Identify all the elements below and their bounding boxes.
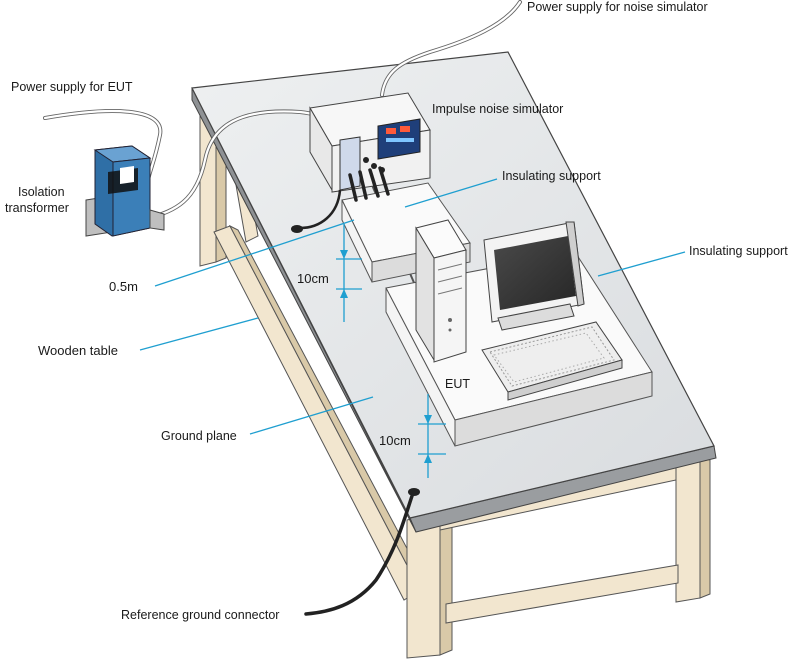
label-wooden-table: Wooden table (38, 343, 118, 358)
isolation-transformer (85, 145, 165, 237)
dimension-10cm-bottom (418, 394, 446, 478)
label-insulating-support-top: Insulating support (502, 169, 601, 183)
label-insulating-support-right: Insulating support (689, 244, 788, 258)
label-power-supply-eut: Power supply for EUT (11, 80, 133, 94)
label-isolation-transformer-line2: transformer (5, 201, 69, 215)
label-power-supply-noise-simulator: Power supply for noise simulator (527, 0, 708, 14)
eut-monitor (483, 221, 585, 331)
label-height-10cm-top: 10cm (297, 271, 329, 286)
labels: Power supply for noise simulator Power s… (5, 0, 788, 622)
reference-ground-connector (304, 488, 420, 616)
label-eut: EUT (445, 377, 470, 391)
eut-keyboard (481, 321, 623, 401)
label-distance-0-5m: 0.5m (109, 279, 138, 294)
label-isolation-transformer-line1: Isolation (18, 185, 65, 199)
eut-pc-tower (415, 219, 467, 363)
leader-lines (139, 178, 686, 435)
simulator-ground-terminal (291, 225, 303, 233)
label-impulse-noise-simulator: Impulse noise simulator (432, 102, 563, 116)
dimension-10cm-top (336, 224, 362, 322)
label-ground-plane: Ground plane (161, 429, 237, 443)
label-height-10cm-bottom: 10cm (379, 433, 411, 448)
label-reference-ground-connector: Reference ground connector (121, 608, 279, 622)
impulse-noise-simulator (309, 92, 431, 202)
